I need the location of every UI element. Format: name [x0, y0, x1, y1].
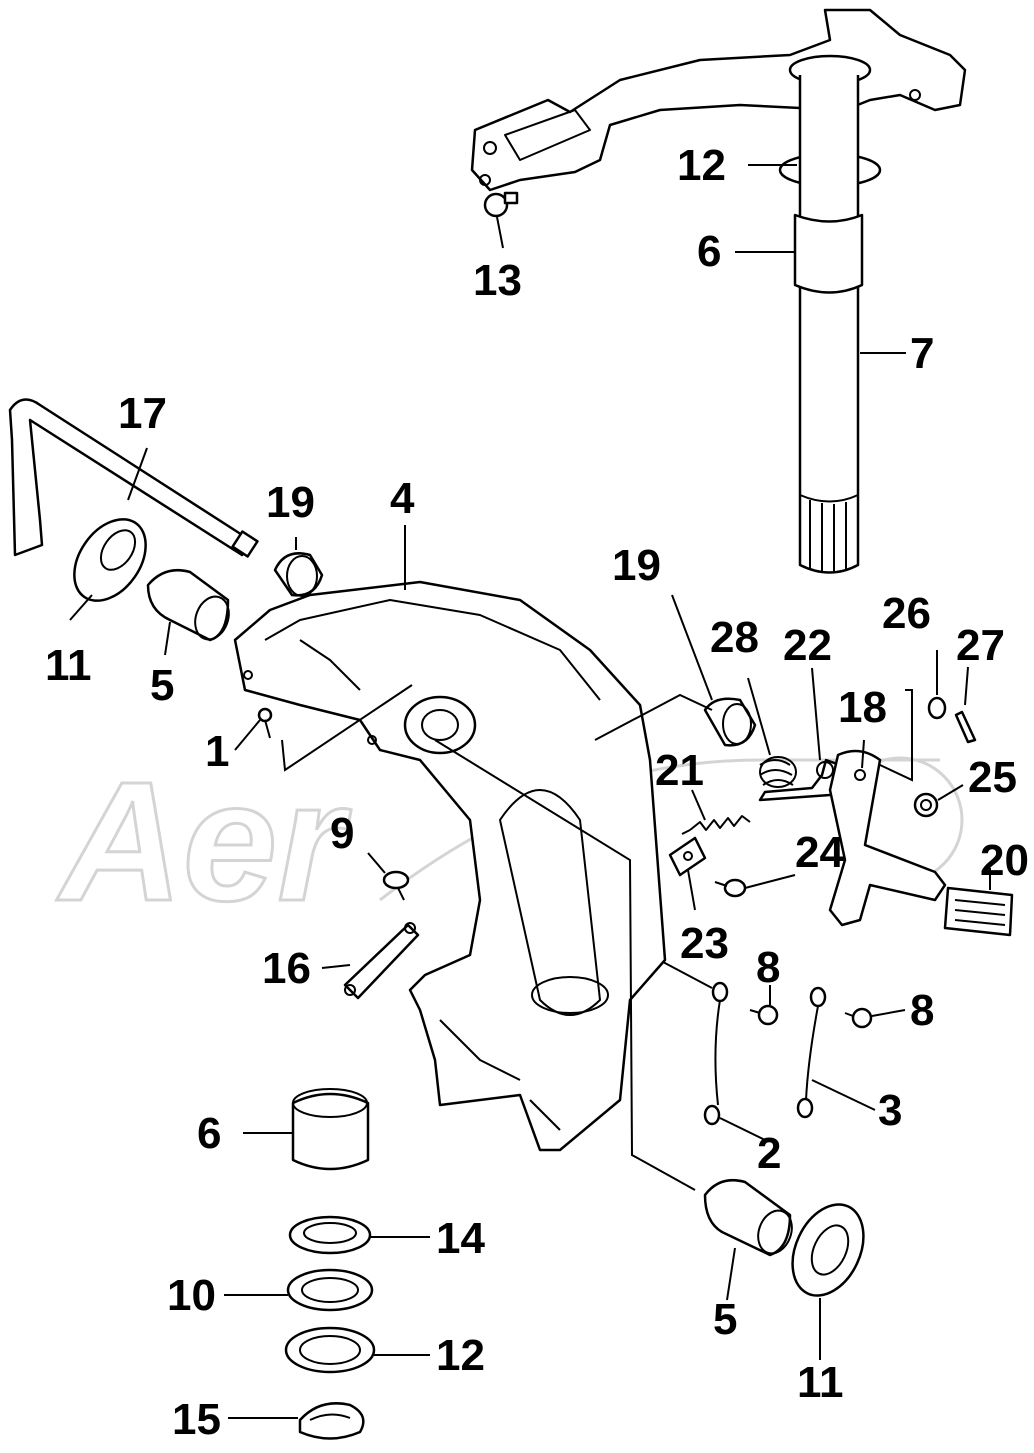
callout-22: 22 [783, 621, 832, 670]
callout-27: 27 [956, 621, 1005, 670]
callout-10: 10 [167, 1271, 216, 1320]
washer-right [791, 1203, 865, 1297]
callout-16: 16 [262, 944, 311, 993]
callout-13: 13 [473, 256, 522, 305]
plug-13 [483, 191, 519, 218]
callout-2: 2 [757, 1129, 781, 1178]
callout-26: 26 [882, 589, 931, 638]
callout-labels: 12 6 7 13 17 19 4 11 5 1 9 16 6 14 10 12… [45, 141, 1029, 1444]
grip-20 [943, 886, 1014, 937]
washer-10 [286, 1268, 374, 1312]
ground-wire-2 [703, 981, 729, 1126]
callout-12-lower: 12 [436, 1331, 485, 1380]
callout-11-left: 11 [45, 641, 92, 690]
washer-14 [288, 1215, 372, 1255]
bushing-left [146, 568, 230, 642]
callout-19-left: 19 [266, 478, 315, 527]
callout-3: 3 [878, 1086, 902, 1135]
callout-19-right: 19 [612, 541, 661, 590]
spring-28 [759, 756, 797, 788]
callout-18: 18 [838, 683, 887, 732]
callout-8-right: 8 [910, 986, 934, 1035]
nut-25 [913, 792, 939, 818]
callout-11-right: 11 [797, 1358, 844, 1407]
washer-left [73, 518, 147, 602]
callout-14: 14 [436, 1214, 485, 1263]
callout-6-top: 6 [697, 227, 721, 276]
callout-5-left: 5 [150, 661, 174, 710]
callout-9: 9 [330, 809, 354, 858]
callout-20: 20 [980, 836, 1029, 885]
callout-4: 4 [390, 474, 415, 523]
bushing-19-right [703, 697, 757, 747]
callout-7: 7 [910, 329, 934, 378]
clip-23 [668, 836, 707, 877]
bushing-19-left [273, 552, 324, 597]
bushing-lower [291, 1088, 370, 1171]
bushing-right [703, 1178, 793, 1257]
assembly-guide-lines [281, 684, 913, 1191]
tilt-lock-lever [828, 749, 947, 927]
callout-24: 24 [795, 828, 844, 877]
leader-lines [69, 164, 991, 1419]
screw-24 [714, 878, 747, 898]
callout-25: 25 [968, 753, 1017, 802]
screw-8-right [844, 1007, 873, 1029]
ground-wire-3 [796, 986, 827, 1119]
steering-shaft [793, 75, 864, 574]
grease-fitting [257, 707, 273, 739]
screw-8-left [749, 1004, 779, 1026]
callout-23: 23 [680, 919, 729, 968]
callout-5-right: 5 [713, 1295, 737, 1344]
lever-16 [343, 922, 420, 1000]
spring-21 [681, 815, 751, 835]
callout-1: 1 [205, 727, 229, 776]
callout-21: 21 [655, 746, 704, 795]
callout-28: 28 [710, 613, 759, 662]
callout-12-top: 12 [677, 141, 726, 190]
callout-8-left: 8 [756, 943, 780, 992]
cotter-pin-27 [954, 710, 977, 744]
washer-26 [927, 696, 947, 720]
callout-6-lower: 6 [197, 1109, 221, 1158]
callout-17: 17 [118, 389, 167, 438]
swivel-bracket [233, 580, 667, 1152]
washer-lower [284, 1326, 376, 1374]
callout-15: 15 [172, 1395, 221, 1444]
tilt-tube [8, 398, 259, 558]
retaining-ring [298, 1402, 365, 1440]
screw-9 [382, 870, 410, 901]
watermark-text: Aer [56, 747, 351, 937]
